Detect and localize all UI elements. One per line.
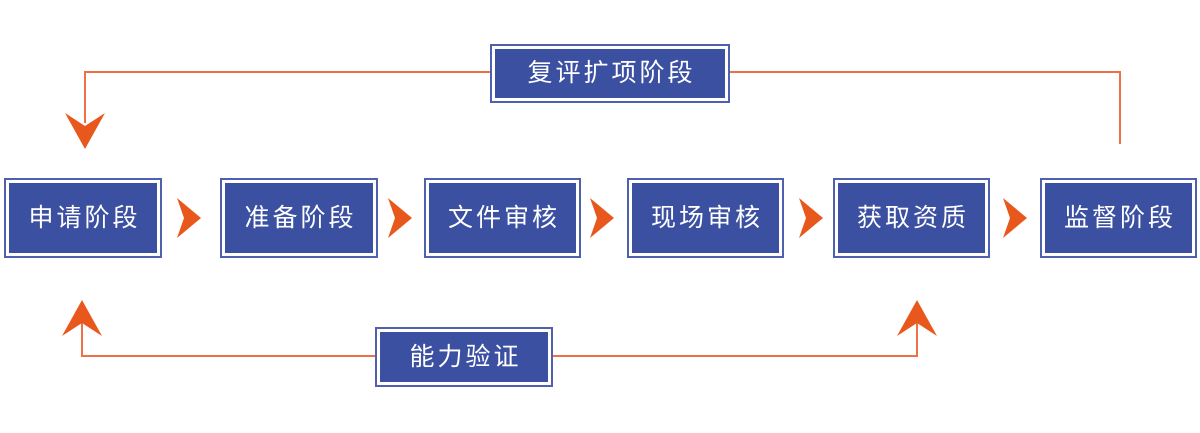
top-loop-line-right-vertical: [1119, 71, 1121, 144]
stage-label: 准备阶段: [244, 203, 357, 232]
bottom-loop-line-right-vertical: [916, 318, 918, 357]
stage-box-fill: 文件审核: [429, 183, 576, 253]
arrowhead-up-icon: [897, 300, 937, 336]
flow-chevron-right-icon: [590, 198, 614, 238]
stage-box-fill: 复评扩项阶段: [495, 49, 725, 98]
stage-box-fill: 现场审核: [632, 183, 779, 253]
stage-box-reassessment-expansion: 复评扩项阶段: [490, 44, 730, 103]
flow-chevron-right-icon: [388, 198, 412, 238]
arrowhead-down-icon: [65, 113, 105, 149]
stage-box-preparation: 准备阶段: [220, 178, 378, 258]
stage-box-supervision: 监督阶段: [1040, 178, 1197, 258]
stage-label: 复评扩项阶段: [527, 59, 696, 87]
stage-label: 现场审核: [650, 203, 763, 232]
stage-label: 文件审核: [447, 203, 560, 232]
flow-chevron-right-icon: [1003, 198, 1027, 238]
stage-box-fill: 能力验证: [380, 332, 548, 382]
bottom-loop-line-left-vertical: [81, 318, 83, 357]
stage-box-application: 申请阶段: [4, 178, 162, 258]
stage-box-document-review: 文件审核: [424, 178, 581, 258]
arrowhead-up-icon: [62, 300, 102, 336]
stage-label: 申请阶段: [28, 203, 141, 232]
stage-box-fill: 获取资质: [838, 183, 985, 253]
stage-box-fill: 申请阶段: [9, 183, 157, 253]
stage-label: 获取资质: [856, 203, 969, 232]
stage-label: 监督阶段: [1063, 203, 1176, 232]
stage-box-capability-verification: 能力验证: [375, 327, 553, 387]
flow-chevron-right-icon: [177, 198, 201, 238]
flow-chevron-right-icon: [799, 198, 823, 238]
stage-label: 能力验证: [409, 342, 522, 371]
stage-box-obtain-qualification: 获取资质: [833, 178, 990, 258]
stage-box-fill: 准备阶段: [225, 183, 373, 253]
stage-box-fill: 监督阶段: [1045, 183, 1192, 253]
top-loop-line-left-vertical: [84, 71, 86, 123]
stage-box-onsite-review: 现场审核: [627, 178, 784, 258]
